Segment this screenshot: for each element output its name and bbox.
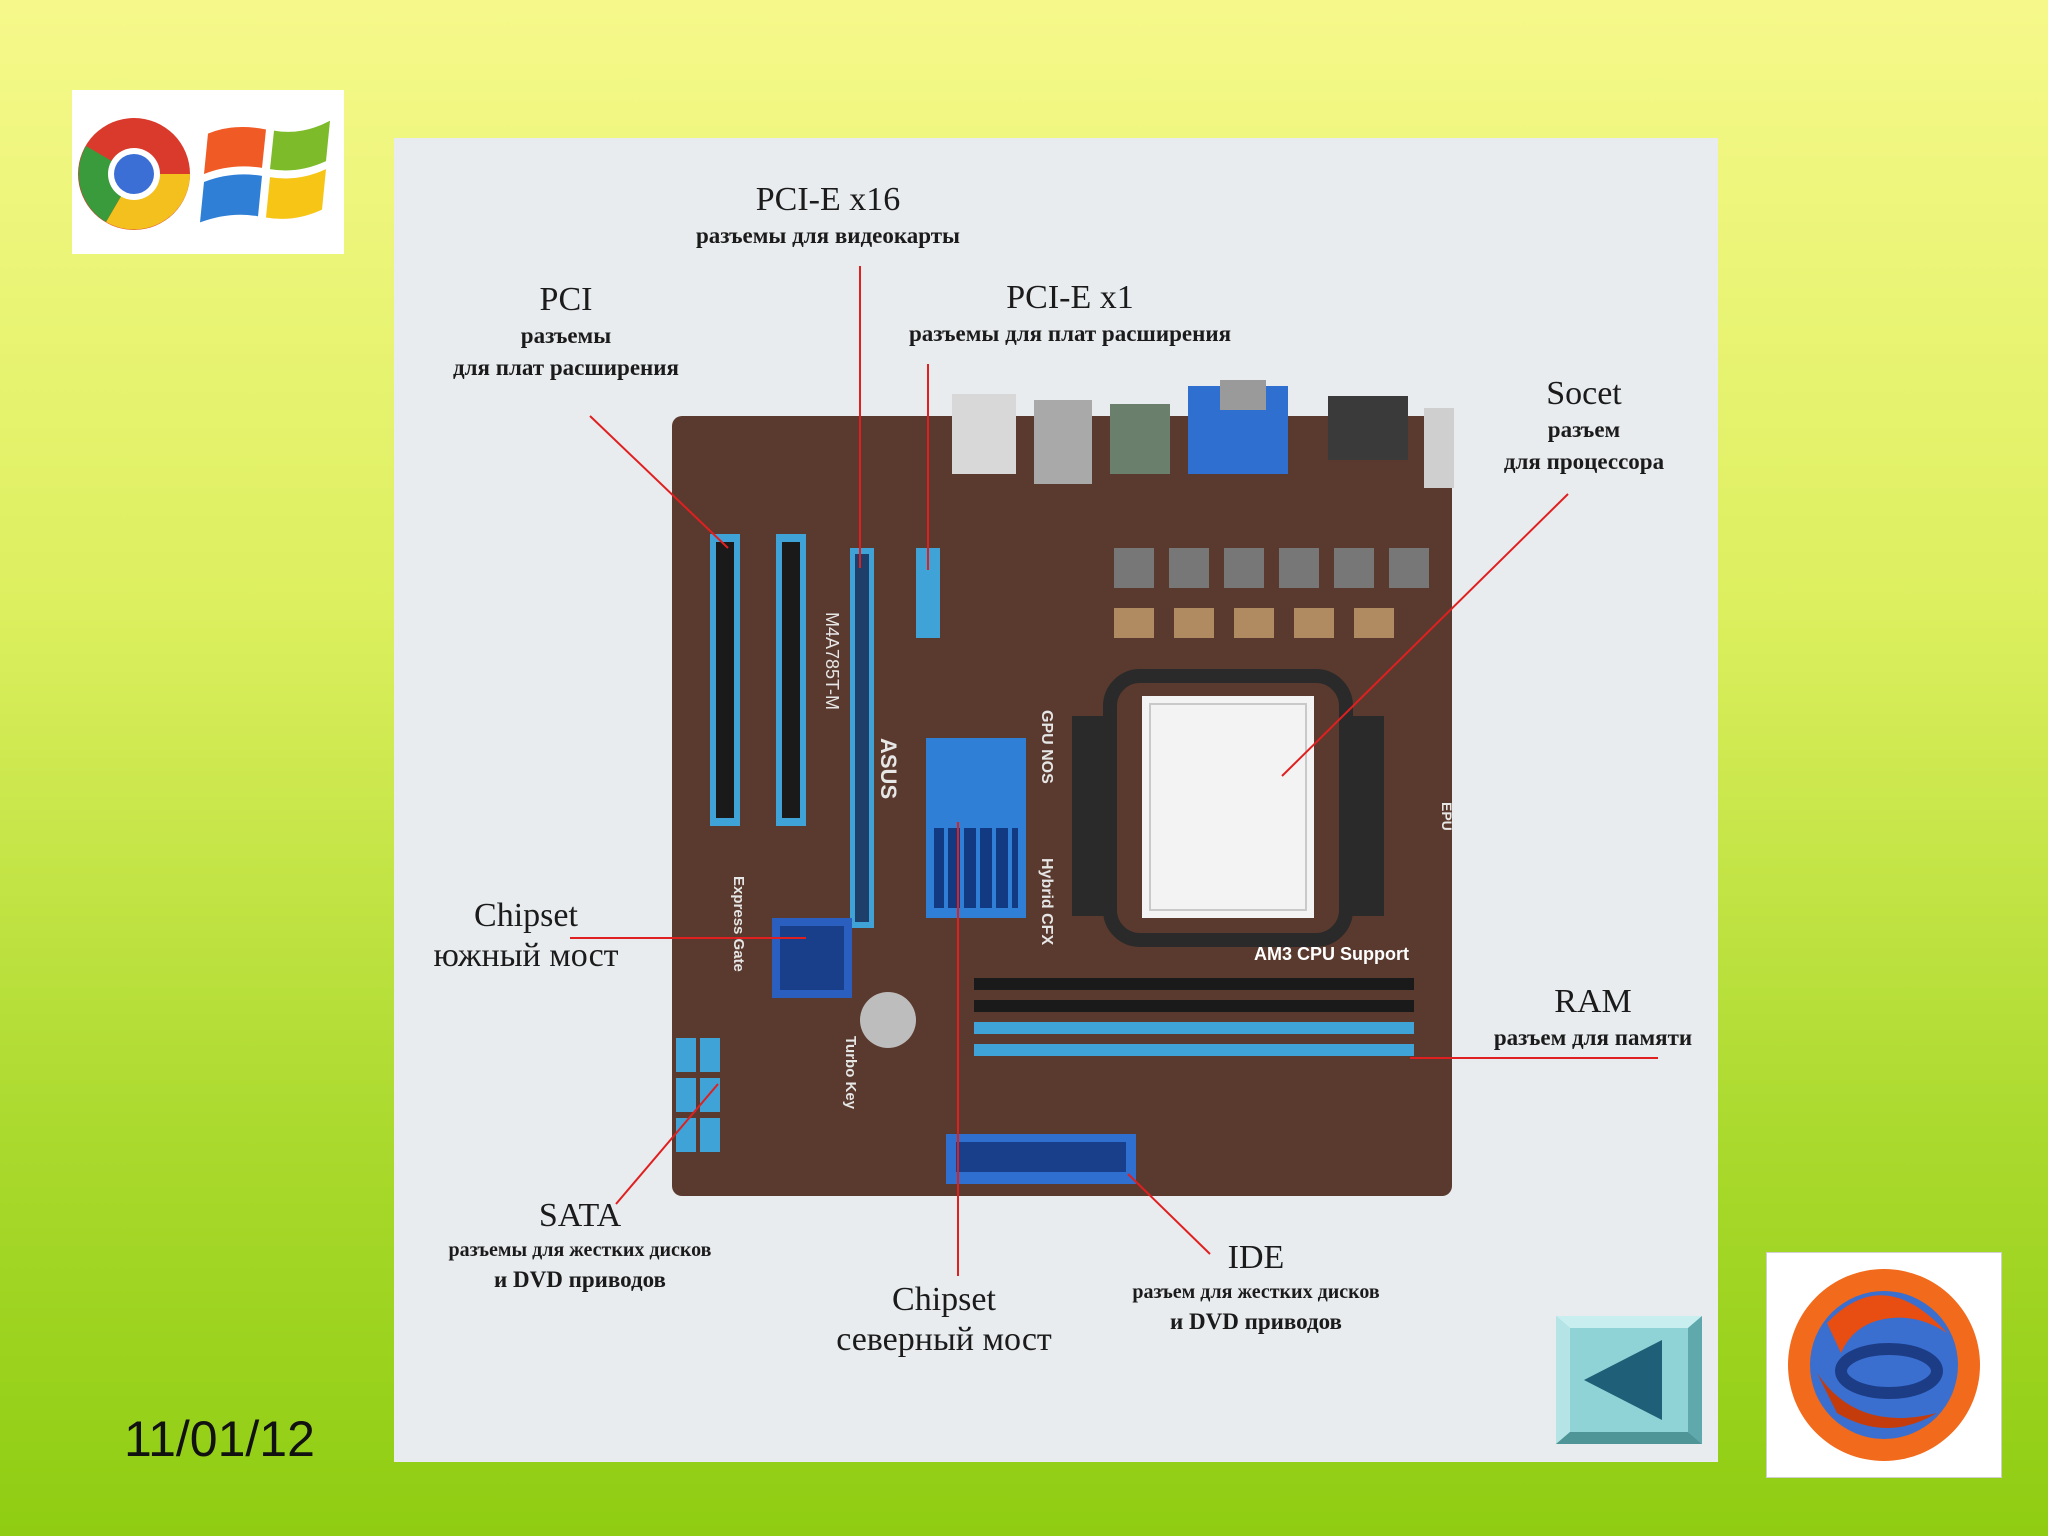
callout-description: для процессора	[1503, 449, 1665, 474]
firefox-icon	[1788, 1269, 1980, 1461]
callout-sata: SATA разъемы для жестких дисков и DVD пр…	[430, 1196, 730, 1296]
callout-title: Socet	[1546, 375, 1622, 412]
callout-description: разъемы для видеокарты	[695, 223, 961, 248]
callout-pci: PCI разъемы для плат расширения	[416, 280, 716, 384]
callout-title: PCI-E x16	[755, 181, 901, 218]
callout-description: разъемы для жестких дисков	[448, 1239, 712, 1261]
callout-ram: RAM разъем для памяти	[1476, 982, 1710, 1054]
express-gate-label: Express Gate	[730, 876, 747, 972]
firefox-logo	[1766, 1252, 2002, 1478]
back-arrow-icon	[1584, 1340, 1662, 1420]
vrm-components	[1114, 548, 1429, 638]
cmos-battery	[860, 992, 916, 1048]
sata-ports	[676, 1038, 720, 1152]
motherboard-diagram-panel: M4A785T-M ASUS AM3 CPU Support GPU NOS H…	[394, 138, 1718, 1462]
board-brand-label: ASUS	[876, 738, 901, 799]
callout-description: северный мост	[836, 1321, 1052, 1358]
callout-title: Chipset	[892, 1281, 996, 1318]
callout-title: PCI	[539, 281, 593, 318]
back-button[interactable]	[1556, 1316, 1702, 1444]
pci-slots	[710, 534, 806, 826]
northbridge-heatsink	[926, 738, 1026, 918]
callout-description: разъем для памяти	[1493, 1025, 1693, 1050]
turbo-key-label: Turbo Key	[842, 1036, 859, 1110]
gpu-nos-label: GPU NOS	[1038, 710, 1055, 784]
callout-chipset-south: Chipset южный мост	[414, 896, 638, 976]
windows-icon	[200, 120, 330, 223]
callout-title: SATA	[538, 1197, 622, 1234]
southbridge-heatsink	[772, 918, 852, 998]
io-ports	[952, 380, 1454, 488]
callout-title: RAM	[1554, 983, 1632, 1020]
epu-label: EPU	[1439, 802, 1455, 831]
callout-description: разъем для жестких дисков	[1132, 1281, 1380, 1303]
callout-chipset-north: Chipset северный мост	[804, 1280, 1084, 1360]
callout-description: для плат расширения	[453, 355, 679, 380]
callout-pcie-x16: PCI-E x16 разъемы для видеокарты	[638, 180, 1018, 252]
callout-description: разъемы	[520, 323, 612, 348]
callout-description: и DVD приводов	[1170, 1309, 1342, 1334]
pointer-lines	[570, 266, 1658, 1276]
slide-date: 11/01/12	[124, 1411, 315, 1467]
callout-socket: Socet разъем для процессора	[1474, 374, 1694, 478]
cpu-support-label: AM3 CPU Support	[1254, 944, 1409, 964]
ram-slots	[974, 978, 1414, 1056]
callout-ide: IDE разъем для жестких дисков и DVD прив…	[1106, 1238, 1406, 1338]
callout-title: PCI-E x1	[1006, 279, 1134, 316]
callout-description: южный мост	[433, 937, 619, 974]
motherboard-image: M4A785T-M ASUS AM3 CPU Support GPU NOS H…	[570, 266, 1658, 1276]
callout-title: Chipset	[474, 897, 578, 934]
chrome-icon	[78, 118, 190, 230]
callout-description: и DVD приводов	[494, 1267, 666, 1292]
board-model-label: M4A785T-M	[822, 612, 842, 710]
callout-description: разъемы для плат расширения	[908, 321, 1232, 346]
hybrid-cfx-label: Hybrid CFX	[1038, 858, 1055, 945]
callout-description: разъем	[1547, 417, 1621, 442]
callout-title: IDE	[1227, 1239, 1285, 1276]
browser-os-logos	[72, 90, 344, 254]
cpu-socket	[1072, 669, 1384, 947]
callout-pcie-x1: PCI-E x1 разъемы для плат расширения	[870, 278, 1270, 350]
